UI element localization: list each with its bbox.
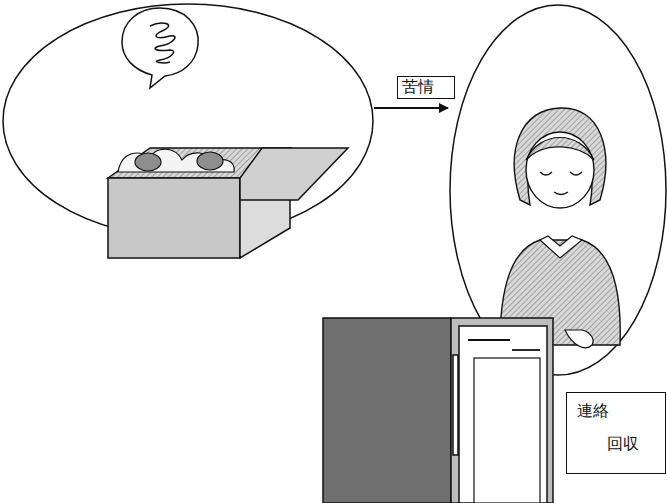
food-item [197, 152, 223, 170]
stink-squiggle [150, 23, 175, 63]
rice [118, 149, 234, 172]
lunch-box [108, 148, 348, 258]
speech-bubble [122, 8, 198, 88]
notice-paper [474, 358, 540, 503]
closed-eye [540, 172, 552, 175]
notice-line [512, 349, 540, 351]
box-lid [240, 148, 348, 200]
collar [540, 236, 582, 258]
bowing-woman [500, 108, 620, 348]
node-text: 回収 [607, 435, 639, 453]
face [526, 132, 594, 208]
clasped-hands [565, 330, 593, 348]
door-handle [453, 355, 458, 455]
complaint-arrow [374, 107, 448, 109]
fridge-side [323, 318, 451, 503]
node-text: 苦情 [402, 78, 434, 96]
box-front [108, 178, 240, 258]
closed-eye [570, 172, 582, 175]
door-glass [459, 326, 547, 503]
refrigerator [323, 318, 553, 503]
mouth [554, 192, 568, 195]
complaint-label: 苦情 [397, 76, 455, 99]
bangs [526, 138, 594, 161]
notice-box: 連絡回収 [566, 392, 666, 474]
bubble-outline [122, 8, 198, 88]
notice-line [468, 339, 510, 341]
node-text: 連絡 [577, 402, 609, 420]
food-item [135, 153, 161, 171]
fridge-door [451, 318, 553, 503]
